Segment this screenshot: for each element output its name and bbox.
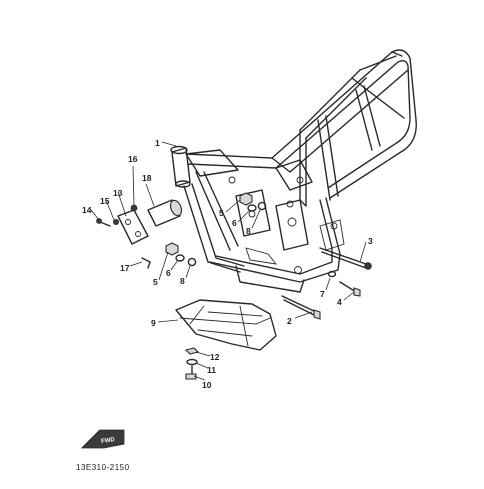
frame-assembly [170, 49, 417, 293]
callout-11: 11 [207, 365, 216, 375]
callout-13: 13 [113, 188, 123, 198]
callout-10: 10 [202, 380, 212, 390]
callout-17: 17 [120, 263, 130, 273]
washer-part-7 [327, 270, 337, 278]
diagram-code: 13E310-2150 [76, 463, 130, 472]
washer-part-6-lower [175, 254, 185, 262]
skid-plate-part-9 [175, 299, 277, 351]
callout-8-lower: 8 [180, 276, 185, 286]
washer-part-6-upper [247, 204, 257, 212]
mount-hardware-lower [165, 242, 197, 267]
callout-14: 14 [82, 205, 92, 215]
grommet-part-16 [130, 204, 138, 212]
collar-part-12 [184, 347, 200, 355]
callout-16: 16 [128, 154, 138, 164]
callout-6-upper: 6 [232, 218, 237, 228]
callout-12: 12 [210, 352, 220, 362]
callout-2: 2 [287, 316, 292, 326]
nut-part-5-lower [165, 242, 179, 256]
fwd-badge-text: FWD [101, 437, 116, 445]
bolt-part-4 [339, 281, 361, 297]
bracket-plate-part-13 [117, 209, 149, 245]
fwd-arrow-icon: FWD [81, 429, 125, 449]
callout-7: 7 [320, 289, 325, 299]
engine-bolt-part-3 [319, 247, 372, 270]
callout-8-upper: 8 [246, 226, 251, 236]
callout-6-lower: 6 [166, 268, 171, 278]
callout-4: 4 [337, 297, 342, 307]
washer-part-11 [186, 358, 198, 366]
collar-part-8-lower [187, 257, 197, 267]
callout-15: 15 [100, 196, 110, 206]
callout-9: 9 [151, 318, 156, 328]
nut-part-15 [113, 218, 120, 225]
callout-labels: 1 2 3 4 5 5 6 6 7 8 8 9 10 11 12 13 14 1… [82, 138, 373, 390]
damper-collar-part-18 [147, 199, 183, 227]
callout-5-lower: 5 [153, 277, 158, 287]
bolt-part-14 [96, 218, 111, 227]
clip-part-17 [141, 257, 151, 269]
leader-lines [90, 141, 367, 381]
callout-5-upper: 5 [219, 208, 224, 218]
nut-part-5-upper [239, 192, 253, 206]
callout-1: 1 [155, 138, 160, 148]
callout-3: 3 [368, 236, 373, 246]
bolt-part-10 [185, 365, 197, 380]
mount-hardware-upper [239, 192, 267, 212]
callout-18: 18 [142, 173, 152, 183]
pivot-bolt-part-2 [281, 295, 321, 320]
collar-part-8-upper [257, 201, 267, 211]
